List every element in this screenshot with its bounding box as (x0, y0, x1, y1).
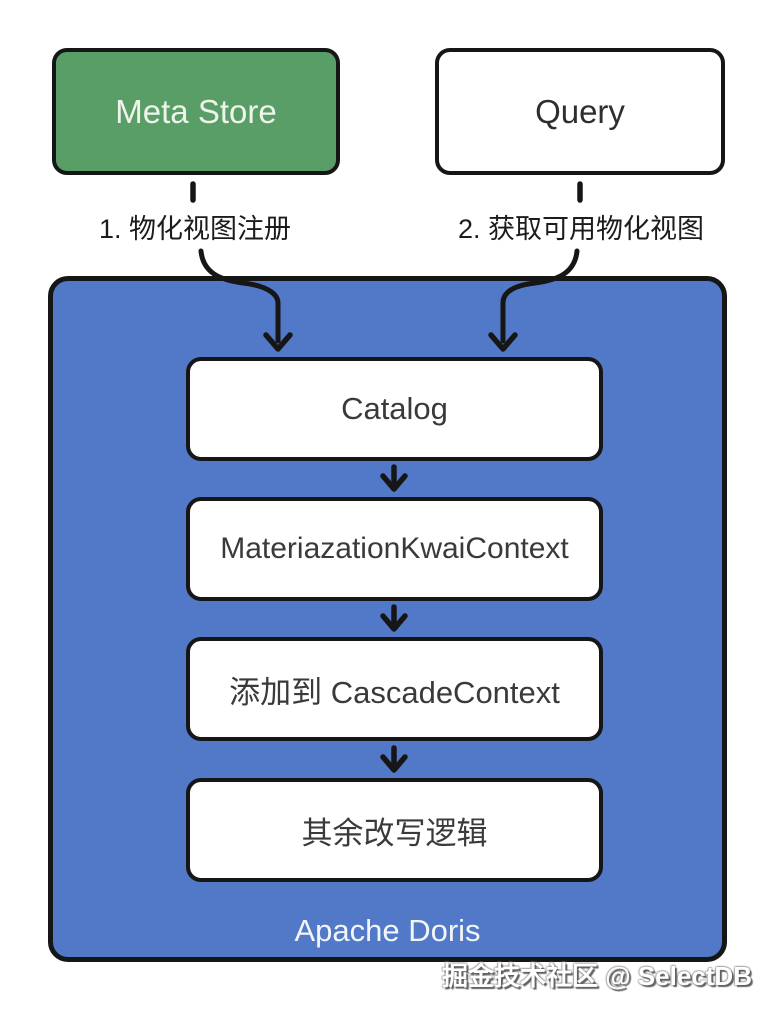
apache-doris-label: Apache Doris (294, 913, 481, 948)
edge-label-get-available-mv: 2. 获取可用物化视图 (457, 214, 705, 244)
meta-store-node: Meta Store (52, 48, 340, 175)
flow-box-materiazation-kwai-context-label: MateriazationKwaiContext (220, 532, 569, 565)
watermark-text: 掘金技术社区 @ SelectDB (442, 961, 752, 991)
flow-box-add-to-cascade-context: 添加到 CascadeContext (186, 637, 603, 741)
flow-box-catalog-label: Catalog (341, 391, 448, 426)
flow-box-remaining-rewrite-logic: 其余改写逻辑 (186, 778, 603, 882)
edge-label-register-mv: 1. 物化视图注册 (98, 214, 292, 244)
flow-box-materiazation-kwai-context: MateriazationKwaiContext (186, 497, 603, 601)
meta-store-label: Meta Store (115, 92, 277, 130)
flow-box-catalog: Catalog (186, 357, 603, 461)
flow-box-add-to-cascade-context-label: 添加到 CascadeContext (229, 674, 560, 710)
query-label: Query (535, 92, 625, 130)
query-node: Query (435, 48, 725, 175)
flow-box-remaining-rewrite-logic-label: 其余改写逻辑 (301, 815, 488, 851)
